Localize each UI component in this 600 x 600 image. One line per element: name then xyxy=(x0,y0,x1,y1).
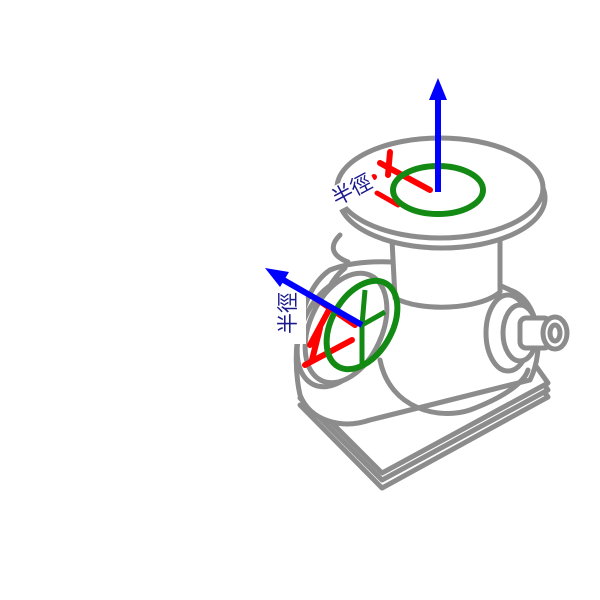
hydrant-neck xyxy=(330,232,503,310)
side-axis-arrow[interactable] xyxy=(265,268,364,328)
side-radius-label: 半徑 xyxy=(276,292,300,334)
side-nozzle xyxy=(483,292,570,374)
top-axis-arrow[interactable] xyxy=(429,78,447,192)
